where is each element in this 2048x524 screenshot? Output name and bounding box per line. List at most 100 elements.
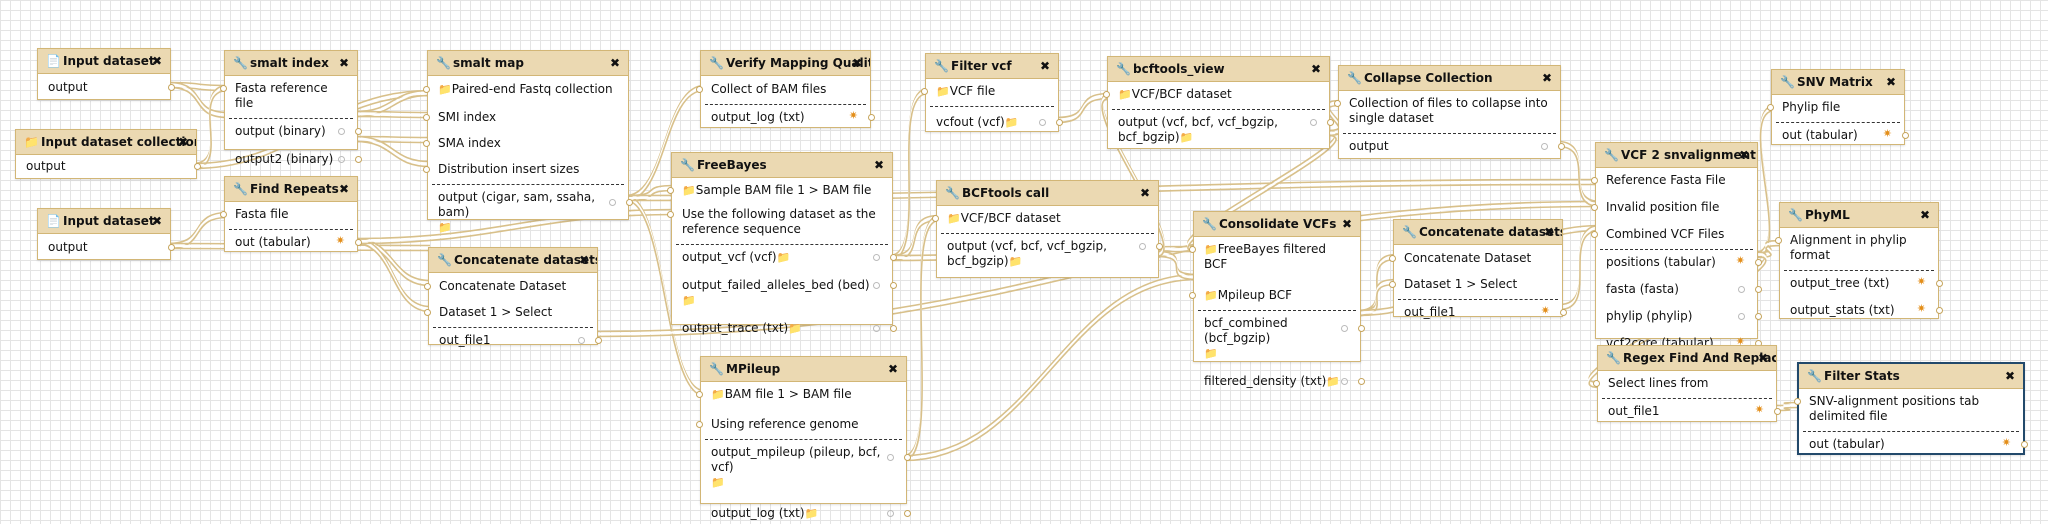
output-port[interactable] — [1936, 307, 1943, 314]
input-port[interactable] — [423, 140, 430, 147]
input-port[interactable] — [1775, 237, 1782, 244]
input-port[interactable] — [1334, 100, 1341, 107]
output-port[interactable] — [1755, 286, 1762, 293]
close-icon[interactable]: ✖ — [578, 253, 589, 267]
input-port[interactable] — [1189, 292, 1196, 299]
node-input-collection[interactable]: 📁Input dataset collection✖ output — [15, 129, 201, 179]
close-icon[interactable]: ✖ — [1039, 59, 1050, 73]
input-port[interactable] — [1189, 246, 1196, 253]
node-input-dataset-1[interactable]: 📄Input dataset✖ output — [37, 48, 175, 100]
input-port[interactable] — [1591, 177, 1598, 184]
close-icon[interactable]: ✖ — [1310, 62, 1321, 76]
close-icon[interactable]: ✖ — [609, 56, 620, 70]
input-port[interactable] — [1794, 398, 1801, 405]
input-port[interactable] — [696, 86, 703, 93]
input-port[interactable] — [932, 215, 939, 222]
output-port[interactable] — [355, 156, 362, 163]
node-bcftools-call[interactable]: 🔧BCFtools call✖ 📁VCF/BCF dataset output … — [932, 180, 1163, 278]
output-port[interactable] — [1358, 325, 1365, 332]
output-port[interactable] — [1755, 259, 1762, 266]
asterisk-icon[interactable]: ✷ — [848, 109, 858, 122]
close-icon[interactable]: ✖ — [338, 182, 349, 196]
node-verify-mapping-quality[interactable]: 🔧Verify Mapping Quality✖ Collect of BAM … — [696, 50, 875, 128]
asterisk-icon[interactable]: ✷ — [1916, 302, 1926, 315]
input-port[interactable] — [1591, 231, 1598, 238]
input-port[interactable] — [220, 85, 227, 92]
asterisk-icon[interactable]: ✷ — [1540, 304, 1550, 317]
output-port[interactable] — [595, 337, 602, 344]
input-port[interactable] — [1103, 91, 1110, 98]
asterisk-icon[interactable]: ✷ — [335, 234, 345, 247]
input-port[interactable] — [667, 211, 674, 218]
input-port[interactable] — [1767, 104, 1774, 111]
close-icon[interactable]: ✖ — [1919, 208, 1930, 222]
node-freebayes[interactable]: 🔧FreeBayes✖ 📁Sample BAM file 1 > BAM fil… — [667, 152, 897, 335]
close-icon[interactable]: ✖ — [1139, 186, 1150, 200]
input-port[interactable] — [423, 166, 430, 173]
output-port[interactable] — [194, 163, 201, 170]
close-icon[interactable]: ✖ — [151, 54, 162, 68]
close-icon[interactable]: ✖ — [338, 56, 349, 70]
close-icon[interactable]: ✖ — [1543, 225, 1554, 239]
node-bcftools-view[interactable]: 🔧bcftools_view✖ 📁VCF/BCF dataset output … — [1103, 56, 1334, 149]
input-port[interactable] — [696, 421, 703, 428]
asterisk-icon[interactable]: ✷ — [1735, 335, 1745, 348]
node-snv-matrix[interactable]: 🔧SNV Matrix✖ Phylip file out (tabular)✷ — [1767, 69, 1909, 145]
close-icon[interactable]: ✖ — [151, 214, 162, 228]
close-icon[interactable]: ✖ — [1341, 217, 1352, 231]
close-icon[interactable]: ✖ — [1541, 71, 1552, 85]
output-port[interactable] — [1327, 119, 1334, 126]
input-port[interactable] — [1593, 380, 1600, 387]
input-port[interactable] — [696, 391, 703, 398]
node-concatenate-2[interactable]: 🔧Concatenate datasets✖ Concatenate Datas… — [1389, 219, 1567, 319]
output-port[interactable] — [1755, 313, 1762, 320]
output-port[interactable] — [168, 84, 175, 91]
input-port[interactable] — [423, 86, 430, 93]
output-port[interactable] — [1358, 378, 1365, 385]
close-icon[interactable]: ✖ — [1738, 148, 1749, 162]
input-port[interactable] — [423, 114, 430, 121]
input-port[interactable] — [921, 88, 928, 95]
input-port[interactable] — [667, 187, 674, 194]
close-icon[interactable]: ✖ — [851, 56, 862, 70]
node-input-dataset-2[interactable]: 📄Input dataset✖ output — [37, 208, 175, 260]
output-port[interactable] — [1560, 309, 1567, 316]
input-port[interactable] — [424, 283, 431, 290]
node-consolidate-vcfs[interactable]: 🔧Consolidate VCFs✖ 📁FreeBayes filtered B… — [1189, 211, 1365, 388]
output-port[interactable] — [890, 282, 897, 289]
output-port[interactable] — [890, 254, 897, 261]
output-port[interactable] — [626, 199, 633, 206]
output-port[interactable] — [355, 239, 362, 246]
node-filter-stats[interactable]: 🔧Filter Stats✖ SNV-alignment positions t… — [1794, 362, 2028, 455]
asterisk-icon[interactable]: ✷ — [2001, 436, 2011, 449]
input-port[interactable] — [220, 211, 227, 218]
close-icon[interactable]: ✖ — [2004, 369, 2015, 383]
node-regex-find-replace[interactable]: 🔧Regex Find And Replace✖ Select lines fr… — [1593, 345, 1781, 422]
node-filter-vcf[interactable]: 🔧Filter vcf✖ 📁VCF file vcfout (vcf)📁 — [921, 53, 1063, 132]
node-smalt-index[interactable]: 🔧smalt index✖ Fasta reference file outpu… — [220, 50, 362, 166]
node-collapse-collection[interactable]: 🔧Collapse Collection✖ Collection of file… — [1334, 65, 1565, 159]
output-port[interactable] — [355, 128, 362, 135]
asterisk-icon[interactable]: ✷ — [1754, 403, 1764, 416]
input-port[interactable] — [424, 309, 431, 316]
output-port[interactable] — [168, 244, 175, 251]
output-port[interactable] — [890, 325, 897, 332]
output-port[interactable] — [2021, 441, 2028, 448]
output-port[interactable] — [1056, 119, 1063, 126]
node-phyml[interactable]: 🔧PhyML✖ Alignment in phylip format outpu… — [1775, 202, 1943, 319]
node-concatenate-1[interactable]: 🔧Concatenate datasets✖ Concatenate Datas… — [424, 247, 602, 347]
input-port[interactable] — [1591, 204, 1598, 211]
output-port[interactable] — [868, 114, 875, 121]
asterisk-icon[interactable]: ✷ — [1916, 275, 1926, 288]
close-icon[interactable]: ✖ — [887, 362, 898, 376]
node-find-repeats[interactable]: 🔧Find Repeats✖ Fasta file out (tabular)✷ — [220, 176, 362, 252]
output-port[interactable] — [1902, 132, 1909, 139]
asterisk-icon[interactable]: ✷ — [1735, 254, 1745, 267]
node-vcf2snvalignment[interactable]: 🔧VCF 2 snvalignment✖ Reference Fasta Fil… — [1591, 142, 1762, 350]
output-port[interactable] — [1774, 408, 1781, 415]
close-icon[interactable]: ✖ — [873, 158, 884, 172]
node-mpileup[interactable]: 🔧MPileup✖ 📁BAM file 1 > BAM file Using r… — [696, 356, 911, 520]
output-port[interactable] — [1156, 243, 1163, 250]
close-icon[interactable]: ✖ — [1885, 75, 1896, 89]
input-port[interactable] — [1389, 255, 1396, 262]
